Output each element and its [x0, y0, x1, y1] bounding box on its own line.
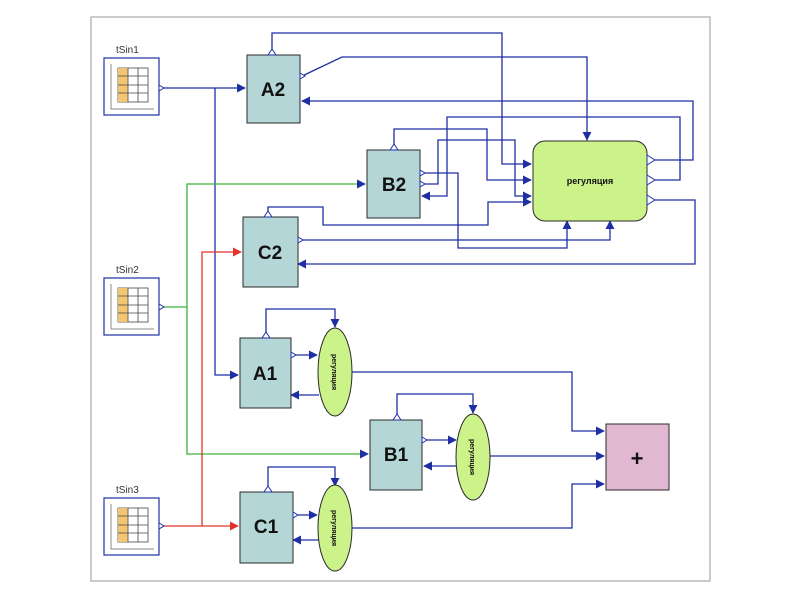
source-label: tSin3: [116, 485, 139, 496]
wire-tsin2-b1: [186, 307, 369, 459]
block-label: B2: [382, 175, 406, 196]
wire-tsin3-c2: [201, 247, 242, 526]
block-a2[interactable]: A2: [246, 48, 306, 124]
wire-c2-out-reg: [298, 220, 615, 241]
sum-block[interactable]: +: [605, 423, 670, 491]
ellipse-regulator-c1[interactable]: регуляция: [317, 484, 353, 572]
wire-tsin2-b2: [161, 179, 366, 308]
ellipse-label: регуляция: [330, 510, 337, 546]
wire-a2-top-reg: [271, 32, 532, 169]
sum-label: +: [631, 446, 644, 471]
block-b1[interactable]: B1: [369, 413, 428, 491]
wire-a1-loop: [265, 308, 340, 338]
block-c2[interactable]: C2: [242, 210, 304, 288]
wire-c1-loop: [267, 466, 340, 492]
wires: [161, 32, 696, 545]
wire-a2-out-reg: [299, 56, 592, 141]
source-label: tSin1: [116, 45, 139, 56]
wire-b2-aux: [420, 139, 532, 201]
wire-c2-top-reg: [267, 197, 532, 226]
source-tsin1[interactable]: tSin1: [103, 45, 165, 116]
table-icon: [110, 284, 154, 330]
ellipse-regulator-a1[interactable]: регуляция: [317, 327, 353, 417]
block-label: A1: [253, 364, 278, 385]
block-b2[interactable]: B2: [366, 143, 426, 219]
source-tsin2[interactable]: tSin2: [103, 265, 165, 336]
table-icon: [110, 504, 154, 550]
wire-reg-b2: [421, 116, 681, 201]
block-c1[interactable]: C1: [239, 485, 299, 564]
ellipse-label: регуляция: [468, 439, 475, 475]
wire-b1-loop: [396, 393, 478, 420]
table-icon: [110, 64, 154, 110]
wire-ell-c1-sum: [352, 479, 605, 529]
source-tsin3[interactable]: tSin3: [103, 485, 165, 556]
wire-b2-top-reg: [393, 128, 532, 185]
block-label: C1: [254, 517, 279, 538]
regulator-block[interactable]: регуляция: [532, 140, 656, 222]
block-a1[interactable]: A1: [239, 331, 297, 409]
regulator-label: регуляция: [567, 176, 613, 186]
ellipse-regulator-b1[interactable]: регуляция: [455, 413, 491, 501]
block-label: B1: [384, 445, 409, 466]
block-label: C2: [258, 243, 282, 264]
source-label: tSin2: [116, 265, 139, 276]
block-label: A2: [261, 80, 285, 101]
wire-ell-a1-sum: [352, 371, 605, 436]
wire-reg-a2: [301, 96, 694, 161]
ellipse-label: регуляция: [330, 354, 337, 390]
wire-reg-c2: [297, 199, 696, 269]
wire-b2-out-reg: [420, 172, 572, 249]
